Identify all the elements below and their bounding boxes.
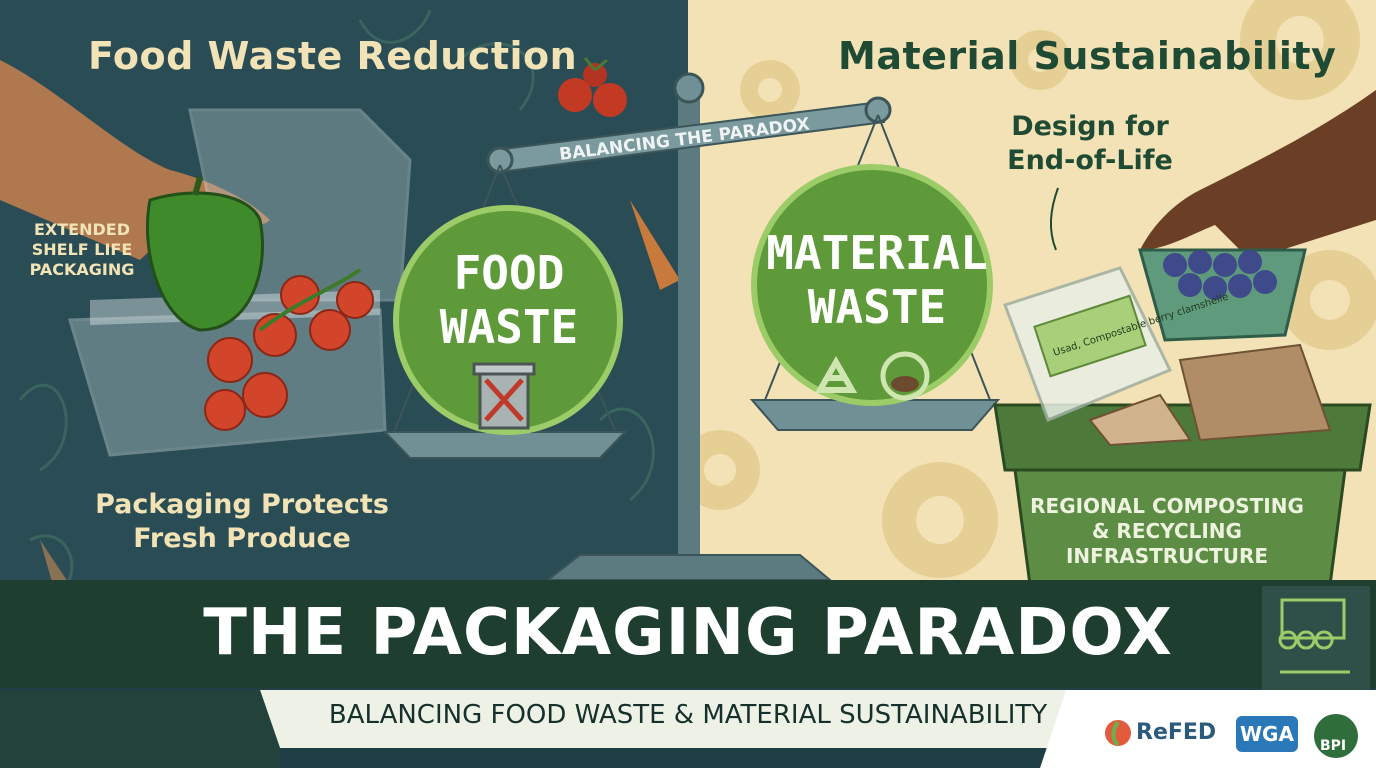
paper-scraps: [1178, 343, 1332, 442]
banner-bar: [0, 580, 1376, 688]
wga-logo-icon: [1236, 716, 1298, 752]
heading-food-waste-reduction: Food Waste Reduction: [88, 34, 578, 78]
refed-logo-text: ReFED: [1136, 720, 1217, 745]
presentation-board-icon: [1262, 586, 1370, 690]
bpi-logo-icon: [1314, 714, 1358, 758]
blueberry-container: [1138, 248, 1307, 342]
compostable-clamshell: [1003, 266, 1173, 422]
recycle-arrows-icon: [814, 355, 858, 393]
wga-logo-text: WGA: [1240, 722, 1294, 746]
carrot: [630, 200, 680, 290]
material-waste-title: MATERIAL WASTE: [766, 226, 988, 334]
packaging-protects-caption: Packaging Protects Fresh Produce: [95, 489, 389, 554]
balance-scale: [382, 72, 1001, 581]
compost-cycle-icon: [880, 351, 930, 401]
food-waste-circle: [393, 205, 623, 435]
refed-logo-icon: [1105, 720, 1131, 747]
banner-subtitle: BALANCING FOOD WASTE & MATERIAL SUSTAINA…: [328, 700, 1048, 730]
infrastructure-label: REGIONAL COMPOSTING & RECYCLING INFRASTR…: [1030, 494, 1304, 568]
bpi-logo-text: BPI: [1320, 738, 1347, 754]
material-waste-circle: [751, 164, 993, 406]
banner-ribbon: [260, 690, 1100, 748]
crossed-trash-can-icon: [472, 362, 536, 430]
design-for-end-of-life-label: Design for End-of-Life: [1007, 111, 1173, 176]
extended-shelf-life-label: EXTENDED SHELF LIFE PACKAGING: [29, 220, 135, 279]
right-hand: [1140, 90, 1376, 260]
green-pepper: [145, 176, 264, 332]
heading-material-sustainability: Material Sustainability: [838, 34, 1337, 78]
banner-title: THE PACKAGING PARADOX: [203, 596, 1173, 670]
tomato-cluster: [558, 57, 627, 117]
food-waste-title: FOOD WASTE: [439, 246, 579, 354]
